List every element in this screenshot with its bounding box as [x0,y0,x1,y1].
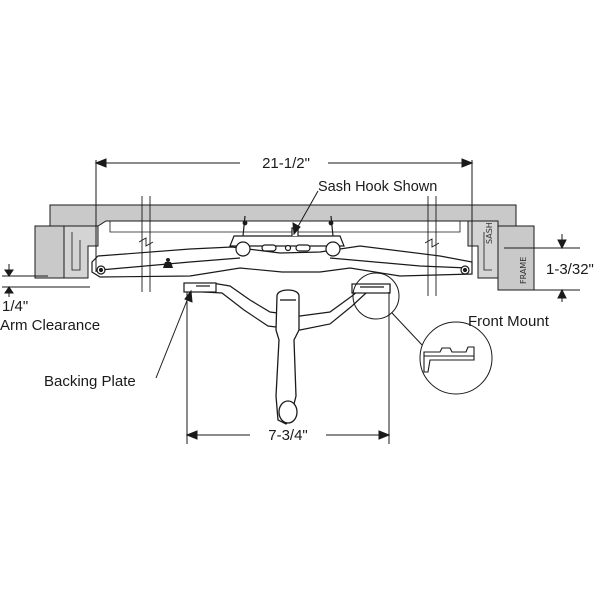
overall-width-label: 21-1/2" [262,155,310,172]
arm-clearance-value: 1/4" [2,298,28,315]
section-lines [138,196,440,296]
sash-label: SASH [485,222,494,244]
mount-studs [163,258,173,268]
arm-clearance-dimension [2,264,90,297]
frame-profile [34,204,535,291]
frame-detail-lines [71,221,492,271]
arm-clearance-text: Arm Clearance [0,317,100,334]
handle-spacing-dimension [185,292,391,444]
handle-spacing-label: 7-3/4" [268,427,308,444]
operator-arm [91,245,473,278]
arm-pivots [96,265,470,275]
sash-hook [229,215,345,257]
crank-handle [275,289,300,425]
overall-width-dimension [94,158,474,272]
sash-hook-leader [292,190,319,236]
front-mount-label: Front Mount [468,313,550,330]
frame-label: FRAME [519,257,528,284]
sash-hook-label: Sash Hook Shown [318,179,437,195]
backing-plate-label: Backing Plate [44,373,136,390]
height-dimension [504,234,580,302]
front-mount-detail-callout [352,272,493,395]
backing-plate [183,282,391,331]
height-label: 1-3/32" [546,261,594,278]
